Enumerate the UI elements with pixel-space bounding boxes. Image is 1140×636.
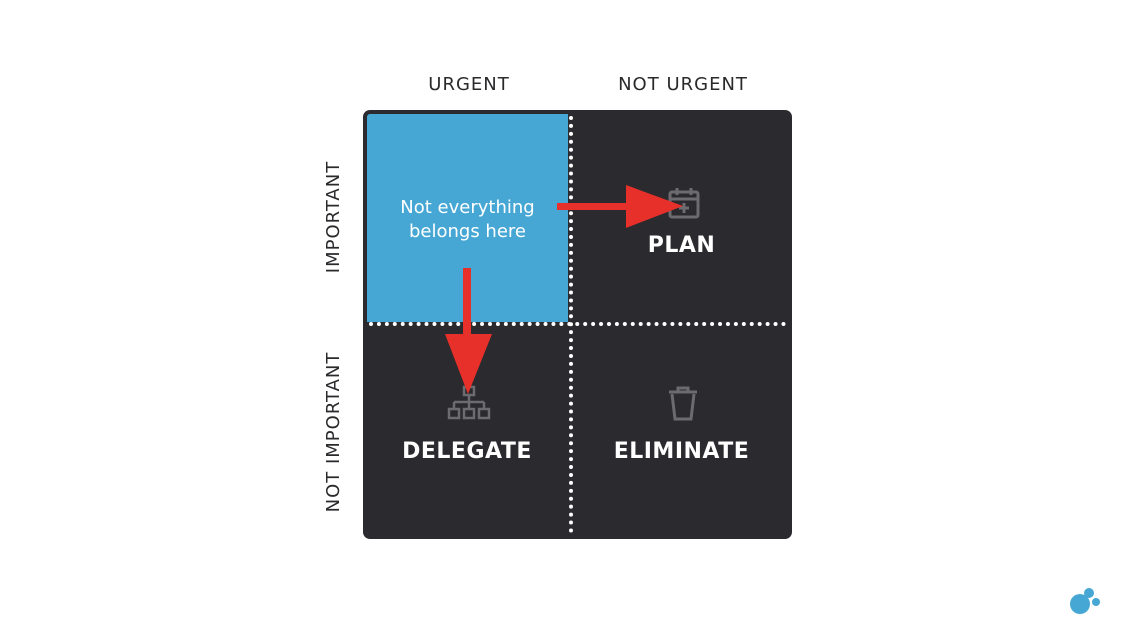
arrow-to-plan: [557, 185, 683, 228]
quadrant-plan-label: PLAN: [647, 233, 716, 258]
brand-logo-icon: [1070, 588, 1100, 614]
quadrant-eliminate-label: ELIMINATE: [613, 439, 750, 464]
quadrant-do-note: Not everything belongs here: [367, 196, 568, 244]
horizontal-divider: [369, 322, 786, 326]
column-header-urgent: URGENT: [428, 74, 510, 95]
column-header-not-urgent: NOT URGENT: [618, 74, 748, 95]
note-line-1: Not everything: [400, 197, 535, 218]
arrow-to-delegate: [445, 268, 492, 394]
eisenhower-matrix: Not everything belongs here PLAN DELEGAT…: [363, 110, 792, 539]
quadrant-delegate-label: DELEGATE: [402, 439, 532, 464]
trash-icon: [669, 386, 697, 421]
note-line-2: belongs here: [408, 221, 526, 242]
quadrant-eliminate: ELIMINATE: [571, 325, 792, 539]
quadrant-do: Not everything belongs here: [367, 114, 568, 322]
